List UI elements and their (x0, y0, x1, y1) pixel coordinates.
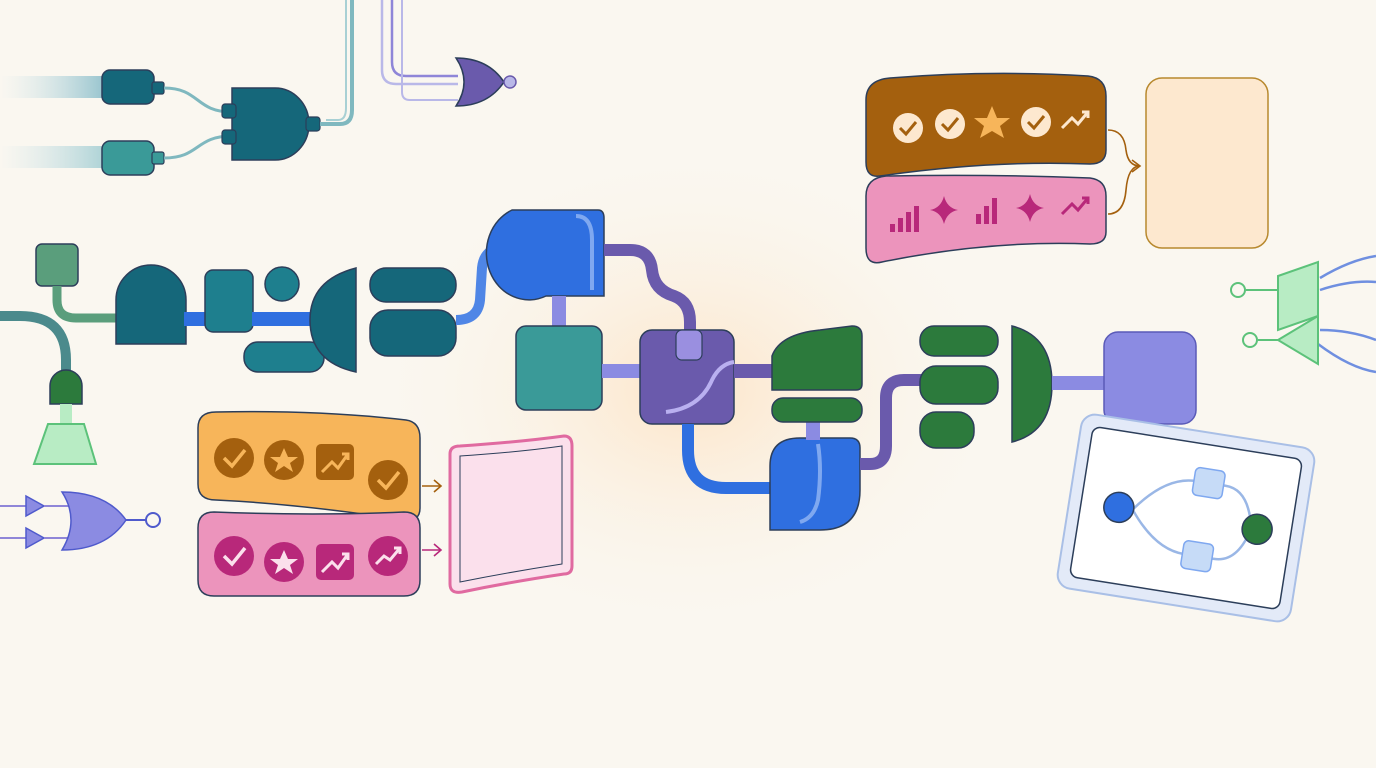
or-gate-left (60, 491, 127, 551)
green-square-small (35, 243, 79, 287)
check-icon (1021, 107, 1051, 137)
check-icon (368, 460, 408, 500)
sparkle-icon (1016, 194, 1044, 222)
top-right-banners (865, 72, 1269, 264)
orange-tray (197, 410, 421, 521)
lavender-output-block (1103, 331, 1197, 425)
bars-icon (890, 206, 919, 232)
trend-icon (1060, 196, 1090, 216)
star-icon (974, 106, 1010, 138)
pink-output-panel (448, 434, 574, 594)
input-block-top (101, 69, 155, 105)
input-bus-top (0, 76, 110, 98)
blue-and-gate-top (485, 209, 605, 301)
green-pill-3 (919, 411, 975, 449)
cream-output-panel (1145, 77, 1269, 249)
teal-pill-lower (243, 341, 325, 373)
teal-shield-gate (309, 267, 357, 373)
trend-icon (1060, 110, 1090, 130)
green-pill-under-wedge (771, 397, 863, 423)
teal-circle-node (264, 266, 300, 302)
check-icon (214, 536, 254, 576)
sparkle-icon (930, 196, 958, 224)
input-bus-bottom (0, 146, 110, 168)
teal-dome-gate (115, 264, 187, 345)
and-gate-top-left (231, 87, 310, 161)
flow-end-node (1241, 513, 1273, 546)
right-edge-inputs (1230, 254, 1376, 374)
flowchart-window (1056, 413, 1316, 623)
magenta-tray (197, 511, 421, 597)
trend-icon (316, 444, 354, 480)
green-flask-block (32, 423, 98, 465)
teal-square-center (515, 325, 603, 411)
brown-banner-icons (893, 106, 1090, 143)
top-left-and-cluster (0, 0, 354, 176)
trend-icon (368, 536, 408, 576)
orange-tray-icons (214, 438, 408, 500)
check-icon (935, 109, 965, 139)
check-icon (214, 438, 254, 478)
green-pill-2 (919, 365, 999, 405)
center-chain (485, 209, 1197, 531)
left-or-gate-cluster (0, 491, 161, 551)
check-icon (893, 113, 923, 143)
green-triangle-bottom (1276, 314, 1319, 366)
trend-icon (316, 544, 354, 580)
green-d-gate (1011, 325, 1053, 443)
star-icon (264, 542, 304, 582)
green-pill-1 (919, 325, 999, 357)
pink-banner-icons (890, 194, 1090, 232)
green-wedge-gate (771, 325, 863, 391)
flow-start-node (1103, 491, 1135, 524)
teal-pill-top (369, 267, 457, 303)
small-teal-gate (49, 369, 83, 405)
flow-step-top (1191, 466, 1226, 500)
blue-and-gate-bottom (769, 437, 861, 531)
magenta-tray-icons (214, 536, 408, 582)
flow-step-bottom (1180, 540, 1215, 573)
left-middle-chain (0, 241, 511, 465)
top-nor-gate-cluster (380, 0, 517, 107)
teal-pill-bottom (369, 309, 457, 357)
nor-gate-top (454, 57, 505, 107)
star-icon (264, 440, 304, 480)
bottom-left-trays (197, 410, 574, 597)
teal-block-mid (204, 269, 254, 333)
bars-icon (976, 198, 997, 224)
input-block-bottom (101, 140, 155, 176)
